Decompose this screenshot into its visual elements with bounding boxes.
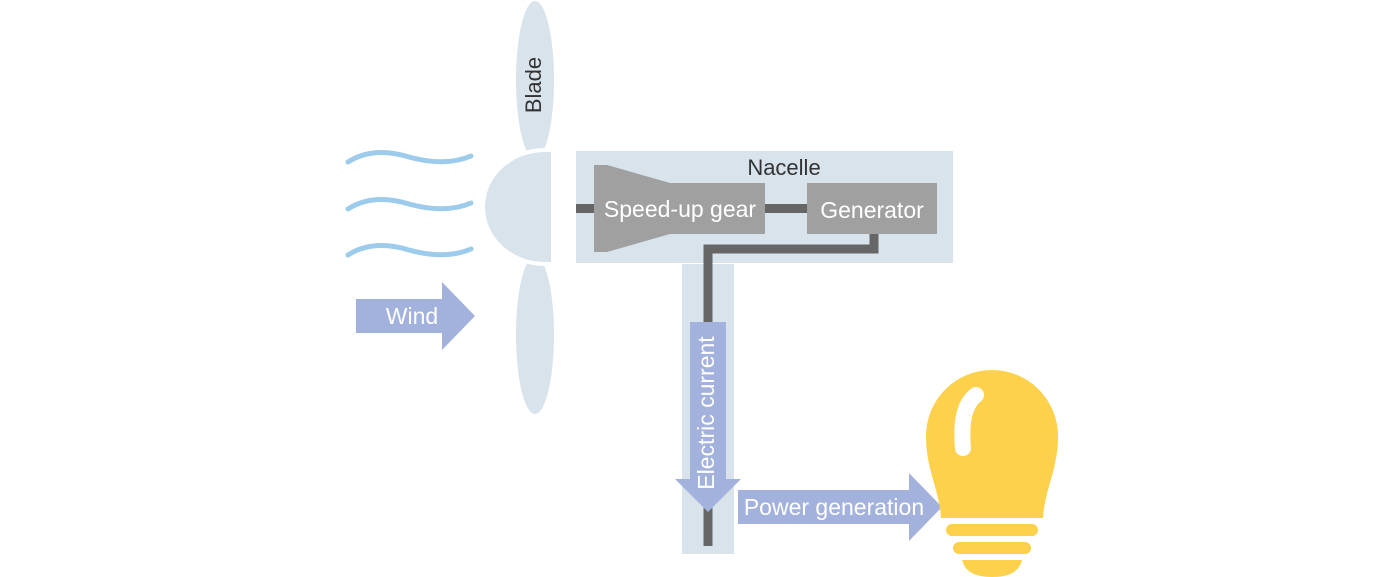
speed-up-gear [594,165,765,252]
gear-generator-shaft [765,204,809,213]
wind-arrow [356,282,475,350]
speed-up-gear-label: Speed-up gear [604,196,757,222]
power-generation-label: Power generation [744,494,924,520]
blade-label: Blade [521,57,546,113]
generator-label: Generator [820,197,924,223]
wind-label: Wind [386,303,438,329]
lower-blade [516,256,554,414]
rotor-hub [481,148,555,266]
upper-blade [516,1,554,159]
main-shaft [576,204,596,213]
nacelle-label: Nacelle [747,155,820,180]
electric-current-arrow [675,322,741,512]
wind-waves-icon [345,150,474,258]
electric-current-label: Electric current [693,336,719,490]
generator [807,183,937,234]
power-generation-arrow [738,473,942,541]
light-bulb-icon [926,370,1058,577]
